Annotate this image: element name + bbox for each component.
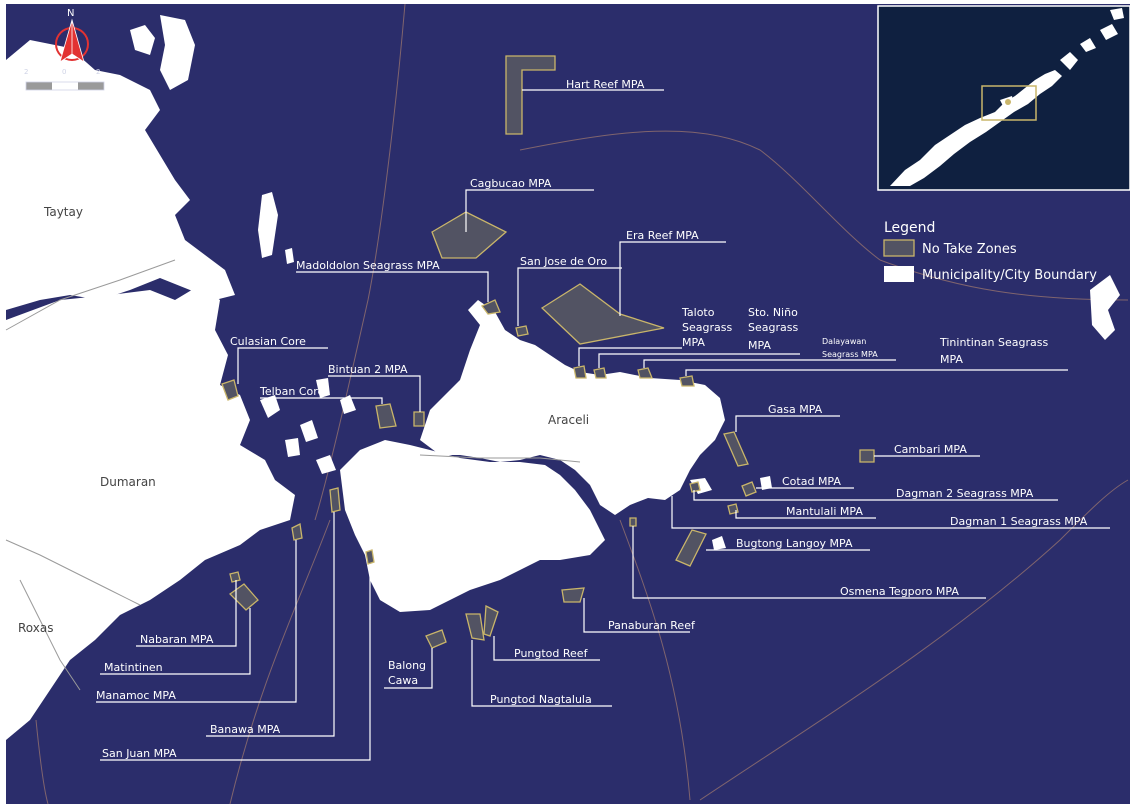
label-era-reef: Era Reef MPA — [626, 229, 699, 242]
place-dumaran: Dumaran — [100, 475, 156, 489]
label-panaburan: Panaburan Reef — [608, 619, 696, 632]
zone-sto-nino — [593, 367, 607, 379]
land-masses — [6, 15, 1120, 740]
marine-boundaries — [35, 3, 1129, 805]
legend-title: Legend — [884, 220, 935, 236]
label-bintuan: Bintuan 2 MPA — [328, 363, 408, 376]
label-san-jose: San Jose de Oro — [520, 255, 607, 268]
label-sto-nino-1: Sto. Niño — [748, 306, 798, 319]
legend-label-boundary: Municipality/City Boundary — [922, 268, 1097, 283]
north-arrow: N — [55, 8, 89, 63]
label-pungtod-reef: Pungtod Reef — [514, 647, 589, 660]
zone-panaburan — [561, 587, 585, 603]
zone-san-jose — [515, 325, 529, 337]
place-roxas: Roxas — [18, 621, 53, 635]
zone-cambari — [859, 449, 875, 463]
zone-bintuan — [413, 411, 425, 427]
north-label: N — [67, 8, 74, 19]
scale-tick-mid: 0 — [62, 68, 66, 76]
label-dalayawan-2: Seagrass MPA — [822, 350, 878, 359]
zone-manamoc — [291, 523, 303, 541]
label-banawa: Banawa MPA — [210, 723, 281, 736]
label-telban: Telban Core — [259, 385, 325, 398]
legend: Legend No Take Zones Municipality/City B… — [883, 220, 1097, 283]
label-nabaran: Nabaran MPA — [140, 633, 214, 646]
label-dagman2: Dagman 2 Seagrass MPA — [896, 487, 1034, 500]
legend-label-no-take: No Take Zones — [922, 242, 1017, 257]
label-mantulali: Mantulali MPA — [786, 505, 863, 518]
scale-bar: 2 0 2 — [24, 68, 105, 91]
label-matintinen: Matintinen — [104, 661, 163, 674]
label-taloto-1: Taloto — [681, 306, 715, 319]
label-dagman1: Dagman 1 Seagrass MPA — [950, 515, 1088, 528]
label-cagbucao: Cagbucao MPA — [470, 177, 552, 190]
mpa-labels: Hart Reef MPA Cagbucao MPA Era Reef MPA … — [96, 78, 1088, 760]
label-bugtong: Bugtong Langoy MPA — [736, 537, 853, 550]
label-pungtod-nag: Pungtod Nagtalula — [490, 693, 592, 706]
zone-bugtong — [675, 529, 707, 567]
scale-tick-left: 2 — [24, 68, 28, 76]
zone-gasa — [723, 431, 749, 467]
label-tinintinan-2: MPA — [940, 353, 963, 366]
label-hart-reef: Hart Reef MPA — [566, 78, 645, 91]
place-araceli: Araceli — [548, 413, 589, 427]
zone-taloto — [573, 365, 587, 379]
zone-banawa — [329, 487, 341, 513]
zone-culasian — [221, 379, 239, 401]
label-dalayawan-1: Dalayawan — [822, 337, 866, 346]
label-balong-2: Cawa — [388, 674, 418, 687]
zone-matintinen — [228, 583, 259, 611]
zone-telban — [375, 403, 397, 429]
place-taytay: Taytay — [43, 205, 83, 219]
zone-dalayawan — [637, 367, 653, 379]
label-san-juan: San Juan MPA — [102, 747, 177, 760]
zone-cotad — [741, 481, 757, 497]
zone-dagman-2 — [689, 481, 701, 493]
label-sto-nino-3: MPA — [748, 339, 771, 352]
label-taloto-3: MPA — [682, 336, 705, 349]
label-culasian: Culasian Core — [230, 335, 306, 348]
scale-tick-right: 2 — [96, 68, 100, 76]
zone-pungtod-reef — [483, 604, 499, 637]
zone-hart-reef — [505, 55, 556, 135]
zone-era-reef — [540, 283, 665, 345]
legend-swatch-no-take — [883, 239, 915, 257]
label-balong-1: Balong — [388, 659, 426, 672]
zone-osmena — [629, 517, 637, 527]
zone-cagbucao — [431, 211, 508, 259]
zone-san-juan — [365, 549, 375, 565]
leader-lines — [96, 89, 1110, 761]
label-tinintinan-1: Tinintinan Seagrass — [939, 336, 1048, 349]
label-cambari: Cambari MPA — [894, 443, 967, 456]
municipal-boundaries — [5, 259, 581, 691]
label-gasa: Gasa MPA — [768, 403, 823, 416]
legend-swatch-boundary — [884, 266, 914, 282]
zone-pungtod-nag — [465, 613, 485, 641]
zone-balong — [425, 629, 447, 649]
label-sto-nino-2: Seagrass — [748, 321, 798, 334]
label-manamoc: Manamoc MPA — [96, 689, 176, 702]
zone-tinintinan — [679, 375, 695, 387]
label-osmena: Osmena Tegporo MPA — [840, 585, 959, 598]
label-madoldolon: Madoldolon Seagrass MPA — [296, 259, 440, 272]
inset-map — [877, 5, 1131, 191]
no-take-zones — [221, 55, 875, 649]
label-cotad: Cotad MPA — [782, 475, 841, 488]
zone-nabaran — [229, 571, 241, 583]
zone-madoldolon — [480, 299, 501, 315]
label-taloto-2: Seagrass — [682, 321, 732, 334]
